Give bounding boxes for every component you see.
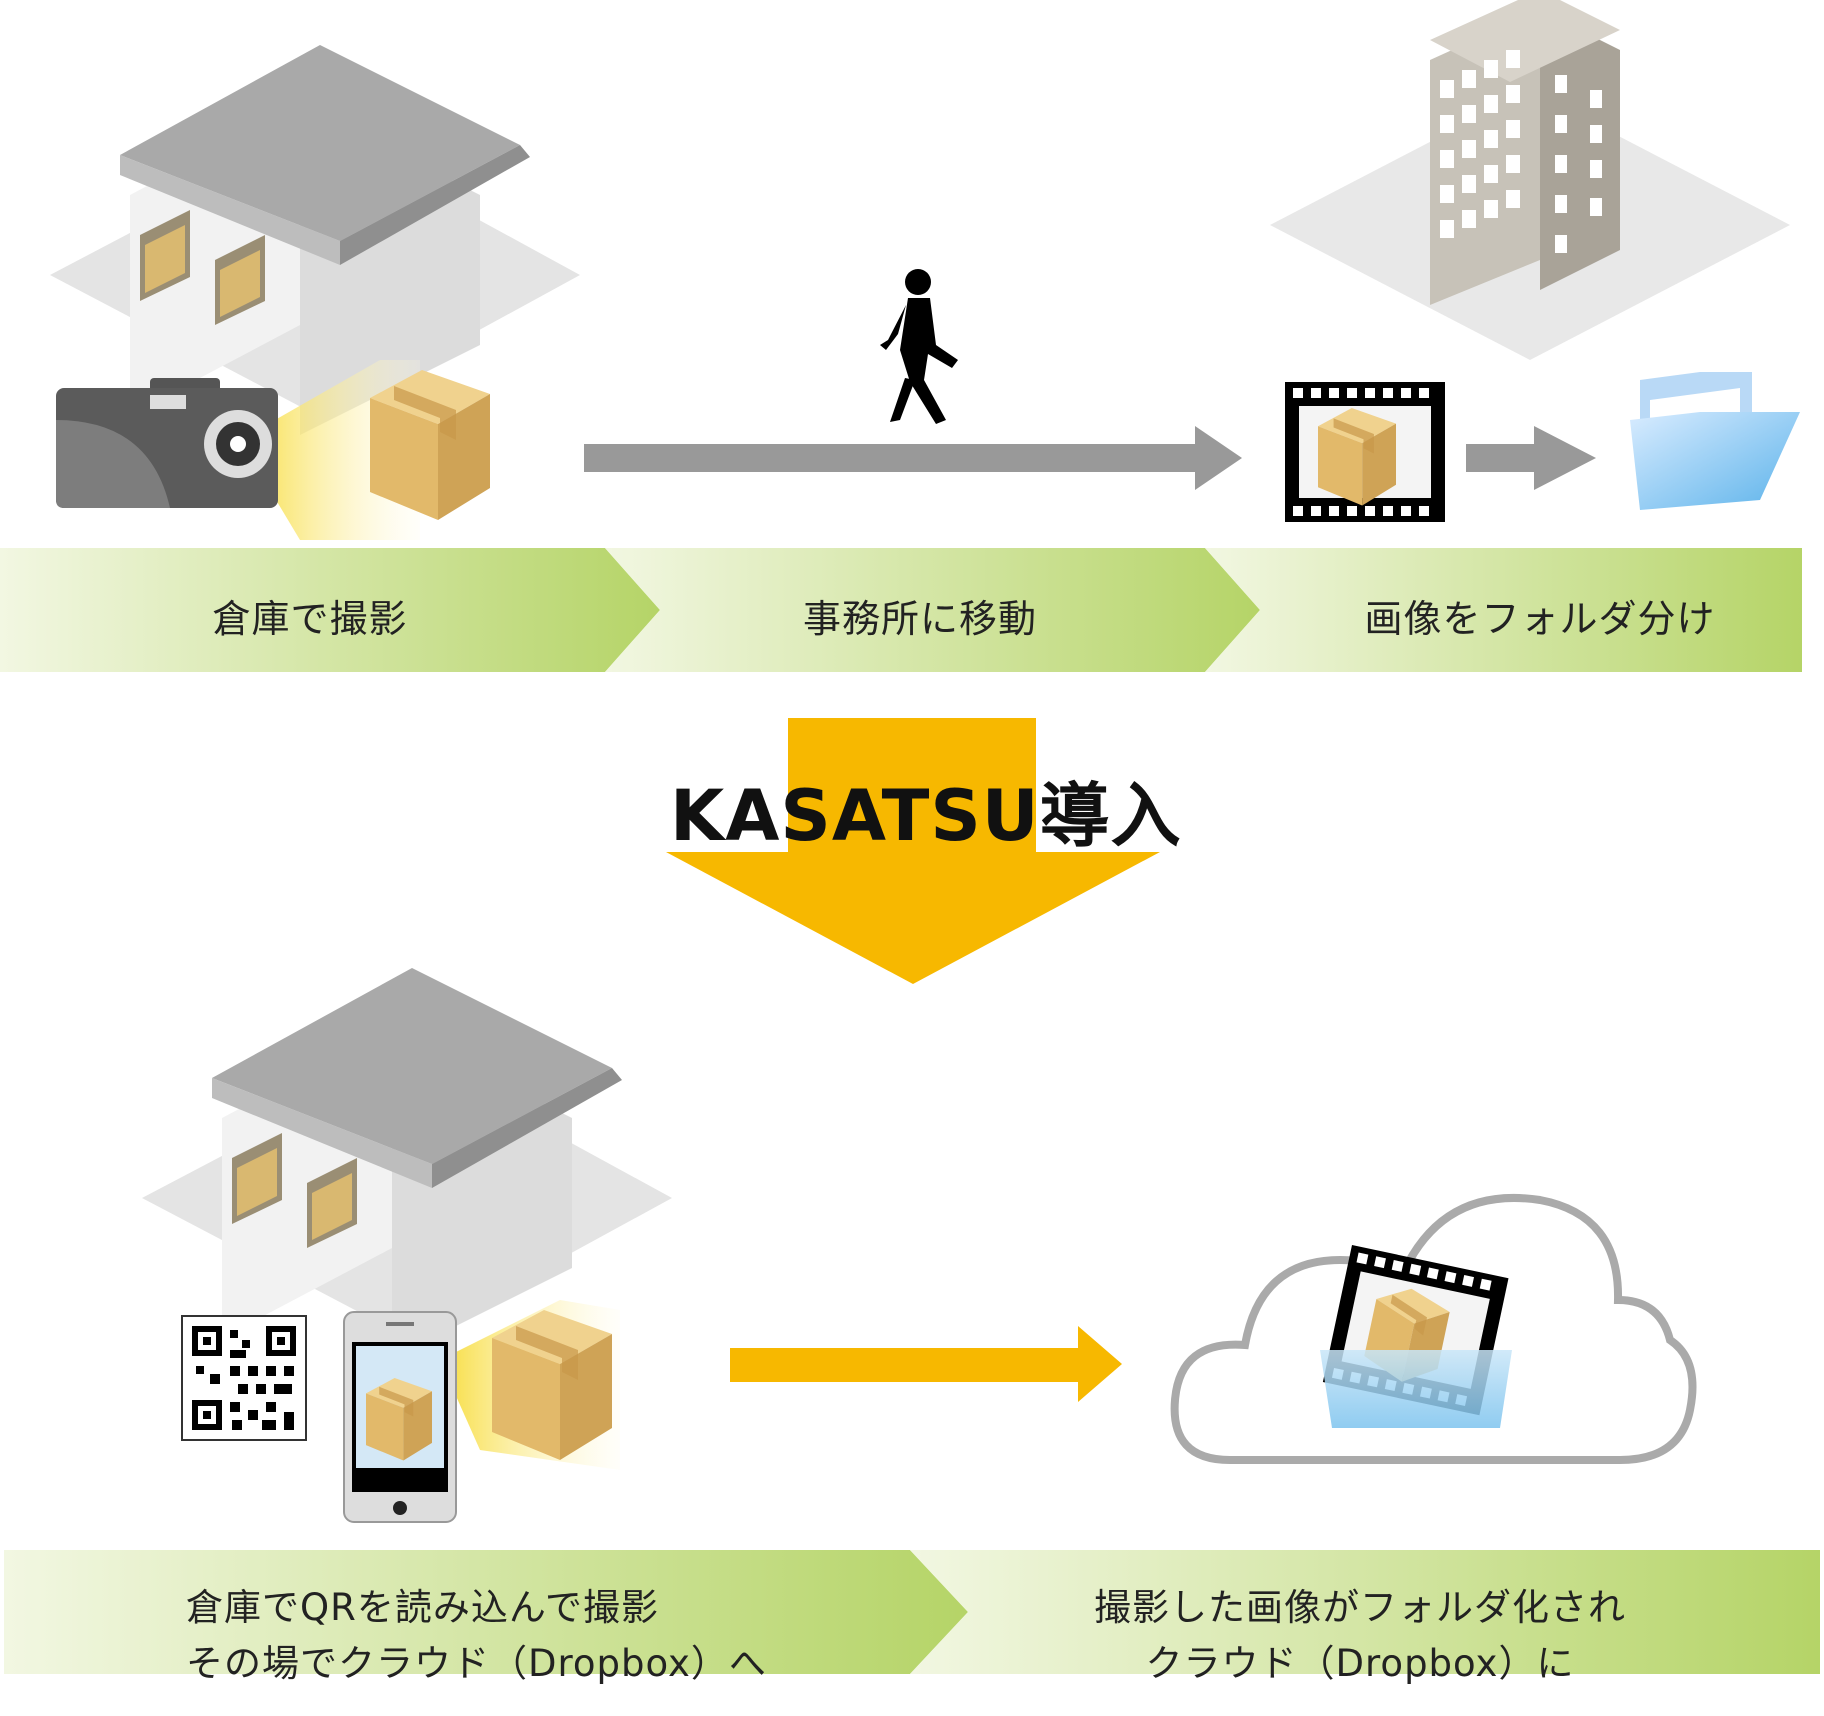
step-label-cloud-folder: 撮影した画像がフォルダ化され クラウド（Dropbox）に <box>1050 1580 1670 1692</box>
transition-title: KASATSU導入 <box>670 775 1182 857</box>
warehouse-top <box>50 45 580 435</box>
step-label-move-to-office: 事務所に移動 <box>802 597 1037 641</box>
transition-arrow <box>666 718 1160 984</box>
box-top <box>370 370 490 520</box>
folder-icon <box>1630 372 1800 510</box>
step-label-qr-shoot: 倉庫でQRを読み込んで撮影 その場でクラウド（Dropbox）へ <box>186 1580 767 1692</box>
arrow-top-long <box>584 426 1242 490</box>
cloud-folder-icon <box>1320 1350 1512 1428</box>
arrow-bottom <box>730 1326 1122 1402</box>
step-label-qr-shoot-line2: その場でクラウド（Dropbox）へ <box>186 1642 767 1685</box>
walking-person-icon <box>880 269 958 424</box>
step-label-shoot-in-warehouse: 倉庫で撮影 <box>212 597 408 641</box>
step-label-cloud-folder-line2: クラウド（Dropbox）に <box>1145 1642 1575 1685</box>
step-band-bottom <box>4 1550 1820 1674</box>
step-label-qr-shoot-line1: 倉庫でQRを読み込んで撮影 <box>186 1586 659 1629</box>
arrow-top-short <box>1466 426 1596 490</box>
box-in-film-top <box>1318 408 1396 506</box>
box-bottom <box>492 1310 612 1460</box>
warehouse-bottom <box>142 968 672 1358</box>
qr-code-icon <box>181 1315 307 1441</box>
step-label-sort-into-folders: 画像をフォルダ分け <box>1364 597 1716 641</box>
step-label-cloud-folder-line1: 撮影した画像がフォルダ化され <box>1094 1586 1626 1629</box>
box-in-phone <box>366 1378 432 1461</box>
camera-icon <box>56 360 420 540</box>
office-building <box>1270 0 1790 360</box>
step-band-top <box>0 548 1802 672</box>
